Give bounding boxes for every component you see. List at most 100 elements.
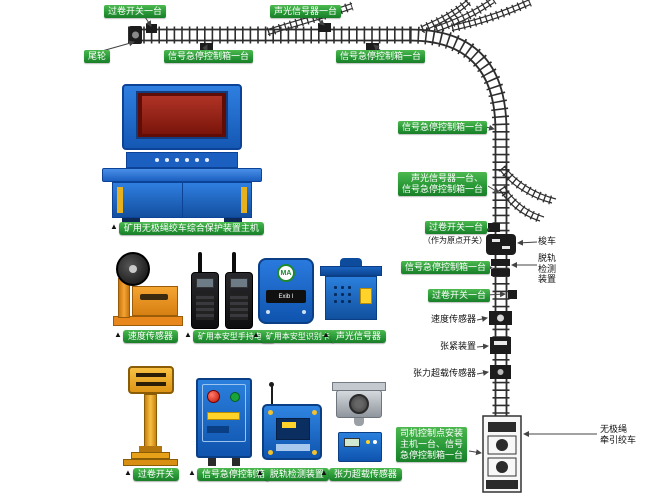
sound-light-glyph-top xyxy=(318,23,331,32)
overwind-base-lower xyxy=(123,459,178,466)
branch-track-right-2 xyxy=(498,185,545,224)
overwind-switch-glyph-top xyxy=(146,24,157,33)
product-label-tension-sensor: 张力超载传感器 xyxy=(328,468,402,481)
derail-antenna xyxy=(271,386,273,404)
console-foot-right xyxy=(224,218,242,223)
label-winch-line2: 牵引绞车 xyxy=(600,435,637,445)
tension-hook xyxy=(354,418,364,426)
label-tension-device: 张紧装置 xyxy=(439,341,476,351)
console-door-divider xyxy=(182,183,183,217)
speed-sensor-base xyxy=(113,316,183,326)
overwind-pole xyxy=(144,394,157,448)
console-screen-content xyxy=(142,96,222,134)
tension-controller-led-1 xyxy=(366,440,370,444)
console-desk xyxy=(102,168,262,182)
sound-light-tag xyxy=(360,288,372,304)
label-soundlight-estop: 声光信号器一台、 信号急停控制箱一台 xyxy=(397,172,487,196)
label-overwind-origin-note: （作为原点开关） xyxy=(423,236,487,245)
branch-track-fan-1 xyxy=(420,0,474,34)
pointer-triangle-icon: ▲ xyxy=(188,468,196,477)
console-trim-right xyxy=(241,187,247,213)
product-label-estop-box: 信号急停控制箱 xyxy=(196,468,270,481)
branch-track-fan-2 xyxy=(434,0,497,34)
product-label-derail-detector: 脱轨检测装置 xyxy=(264,468,329,481)
id-card-image: MA Exib I xyxy=(258,256,314,328)
tail-wheel-glyph xyxy=(129,26,142,44)
tension-sensor-glyph xyxy=(490,365,511,379)
console-button-row xyxy=(126,152,238,168)
speed-sensor-body xyxy=(132,286,178,316)
overwind-slot-1 xyxy=(136,373,166,377)
sound-light-dome xyxy=(340,258,362,267)
console-image xyxy=(100,82,265,224)
label-speed-sensor-right: 速度传感器 xyxy=(430,314,476,324)
overwind-head xyxy=(128,366,174,394)
speed-sensor-hub xyxy=(129,265,137,273)
label-driver-control-point: 司机控制点安装 主机一台、信号 急停控制箱一台 xyxy=(395,427,467,462)
label-driver-line2: 主机一台、信号 xyxy=(399,439,463,449)
tension-controller-led-2 xyxy=(373,440,377,444)
label-endless-rope-winch: 无极绳 牵引绞车 xyxy=(600,424,636,446)
origin-switch-glyph xyxy=(488,223,500,232)
derail-bolt-br xyxy=(312,450,317,455)
estop-red-button xyxy=(207,390,220,403)
derail-device-glyph xyxy=(491,259,510,276)
speaker-holes xyxy=(332,284,354,304)
product-label-sound-light: 声光信号器 xyxy=(330,330,386,343)
derail-antenna-tip xyxy=(269,382,274,387)
estop-yellow-strip xyxy=(207,412,240,420)
tension-sensor-image xyxy=(324,380,394,468)
shuttle-car-glyph xyxy=(486,234,516,255)
estop-gland-right xyxy=(232,458,240,466)
console-trim-left xyxy=(117,187,123,213)
sound-light-image xyxy=(318,258,384,324)
overwind-collar xyxy=(139,446,162,452)
id-card-marking: Exib I xyxy=(266,290,306,303)
estop-gland-left xyxy=(208,458,216,466)
radio-screen-right xyxy=(230,278,248,288)
radio-antenna-right xyxy=(232,252,236,274)
label-overwind-top: 过卷开关一台 xyxy=(104,5,167,18)
label-estop-top-right: 信号急停控制箱一台 xyxy=(336,50,426,63)
estop-green-button xyxy=(230,392,240,402)
label-driver-line1: 司机控制点安装 xyxy=(399,428,463,438)
estop-panel xyxy=(202,384,246,442)
product-label-console: 矿用无极绳绞车综合保护装置主机 xyxy=(118,222,264,235)
radio-keypad-left xyxy=(196,294,214,320)
product-label-overwind-switch: 过卷开关 xyxy=(132,468,179,481)
speed-sensor-glyph xyxy=(489,311,512,325)
radio-keypad-right xyxy=(230,294,248,320)
label-tail-wheel: 尾轮 xyxy=(84,50,111,63)
overwind-base-upper xyxy=(131,452,170,459)
speed-sensor-slot xyxy=(140,294,168,300)
label-estop-top-left: 信号急停控制箱一台 xyxy=(164,50,254,63)
derail-detector-image xyxy=(260,382,324,464)
radio-screen-left xyxy=(196,278,214,288)
estop-label-plate xyxy=(207,426,229,433)
label-overwind-right-2: 过卷开关一台 xyxy=(427,289,490,302)
speed-sensor-wheel xyxy=(116,252,150,286)
tension-controller xyxy=(338,432,382,462)
derail-bolt-bl xyxy=(268,450,273,455)
product-label-speed-sensor: 速度传感器 xyxy=(122,330,178,343)
branch-track-fan-3 xyxy=(451,0,532,33)
speed-sensor-image xyxy=(112,250,184,328)
connector-lines xyxy=(101,16,597,456)
label-overwind-origin: 过卷开关一台 xyxy=(424,221,487,234)
tension-controller-screen xyxy=(344,438,360,447)
pointer-triangle-icon: ▲ xyxy=(256,468,264,477)
label-derail-right: 脱轨检测装置 xyxy=(538,253,557,284)
label-driver-line3: 急停控制箱一台 xyxy=(399,450,463,460)
overwind-slot-2 xyxy=(136,382,166,386)
derail-bolt-tl xyxy=(268,410,273,415)
label-tension-sensor-right: 张力超载传感器 xyxy=(412,368,476,378)
pointer-triangle-icon: ▲ xyxy=(322,330,330,339)
ma-logo: MA xyxy=(277,264,295,282)
id-card-screw-right xyxy=(302,310,306,314)
label-soundlight-estop-line2: 信号急停控制箱一台 xyxy=(401,184,483,194)
pointer-triangle-icon: ▲ xyxy=(320,468,328,477)
radio-image xyxy=(190,252,254,330)
overwind-switch-glyph-right xyxy=(508,290,517,299)
